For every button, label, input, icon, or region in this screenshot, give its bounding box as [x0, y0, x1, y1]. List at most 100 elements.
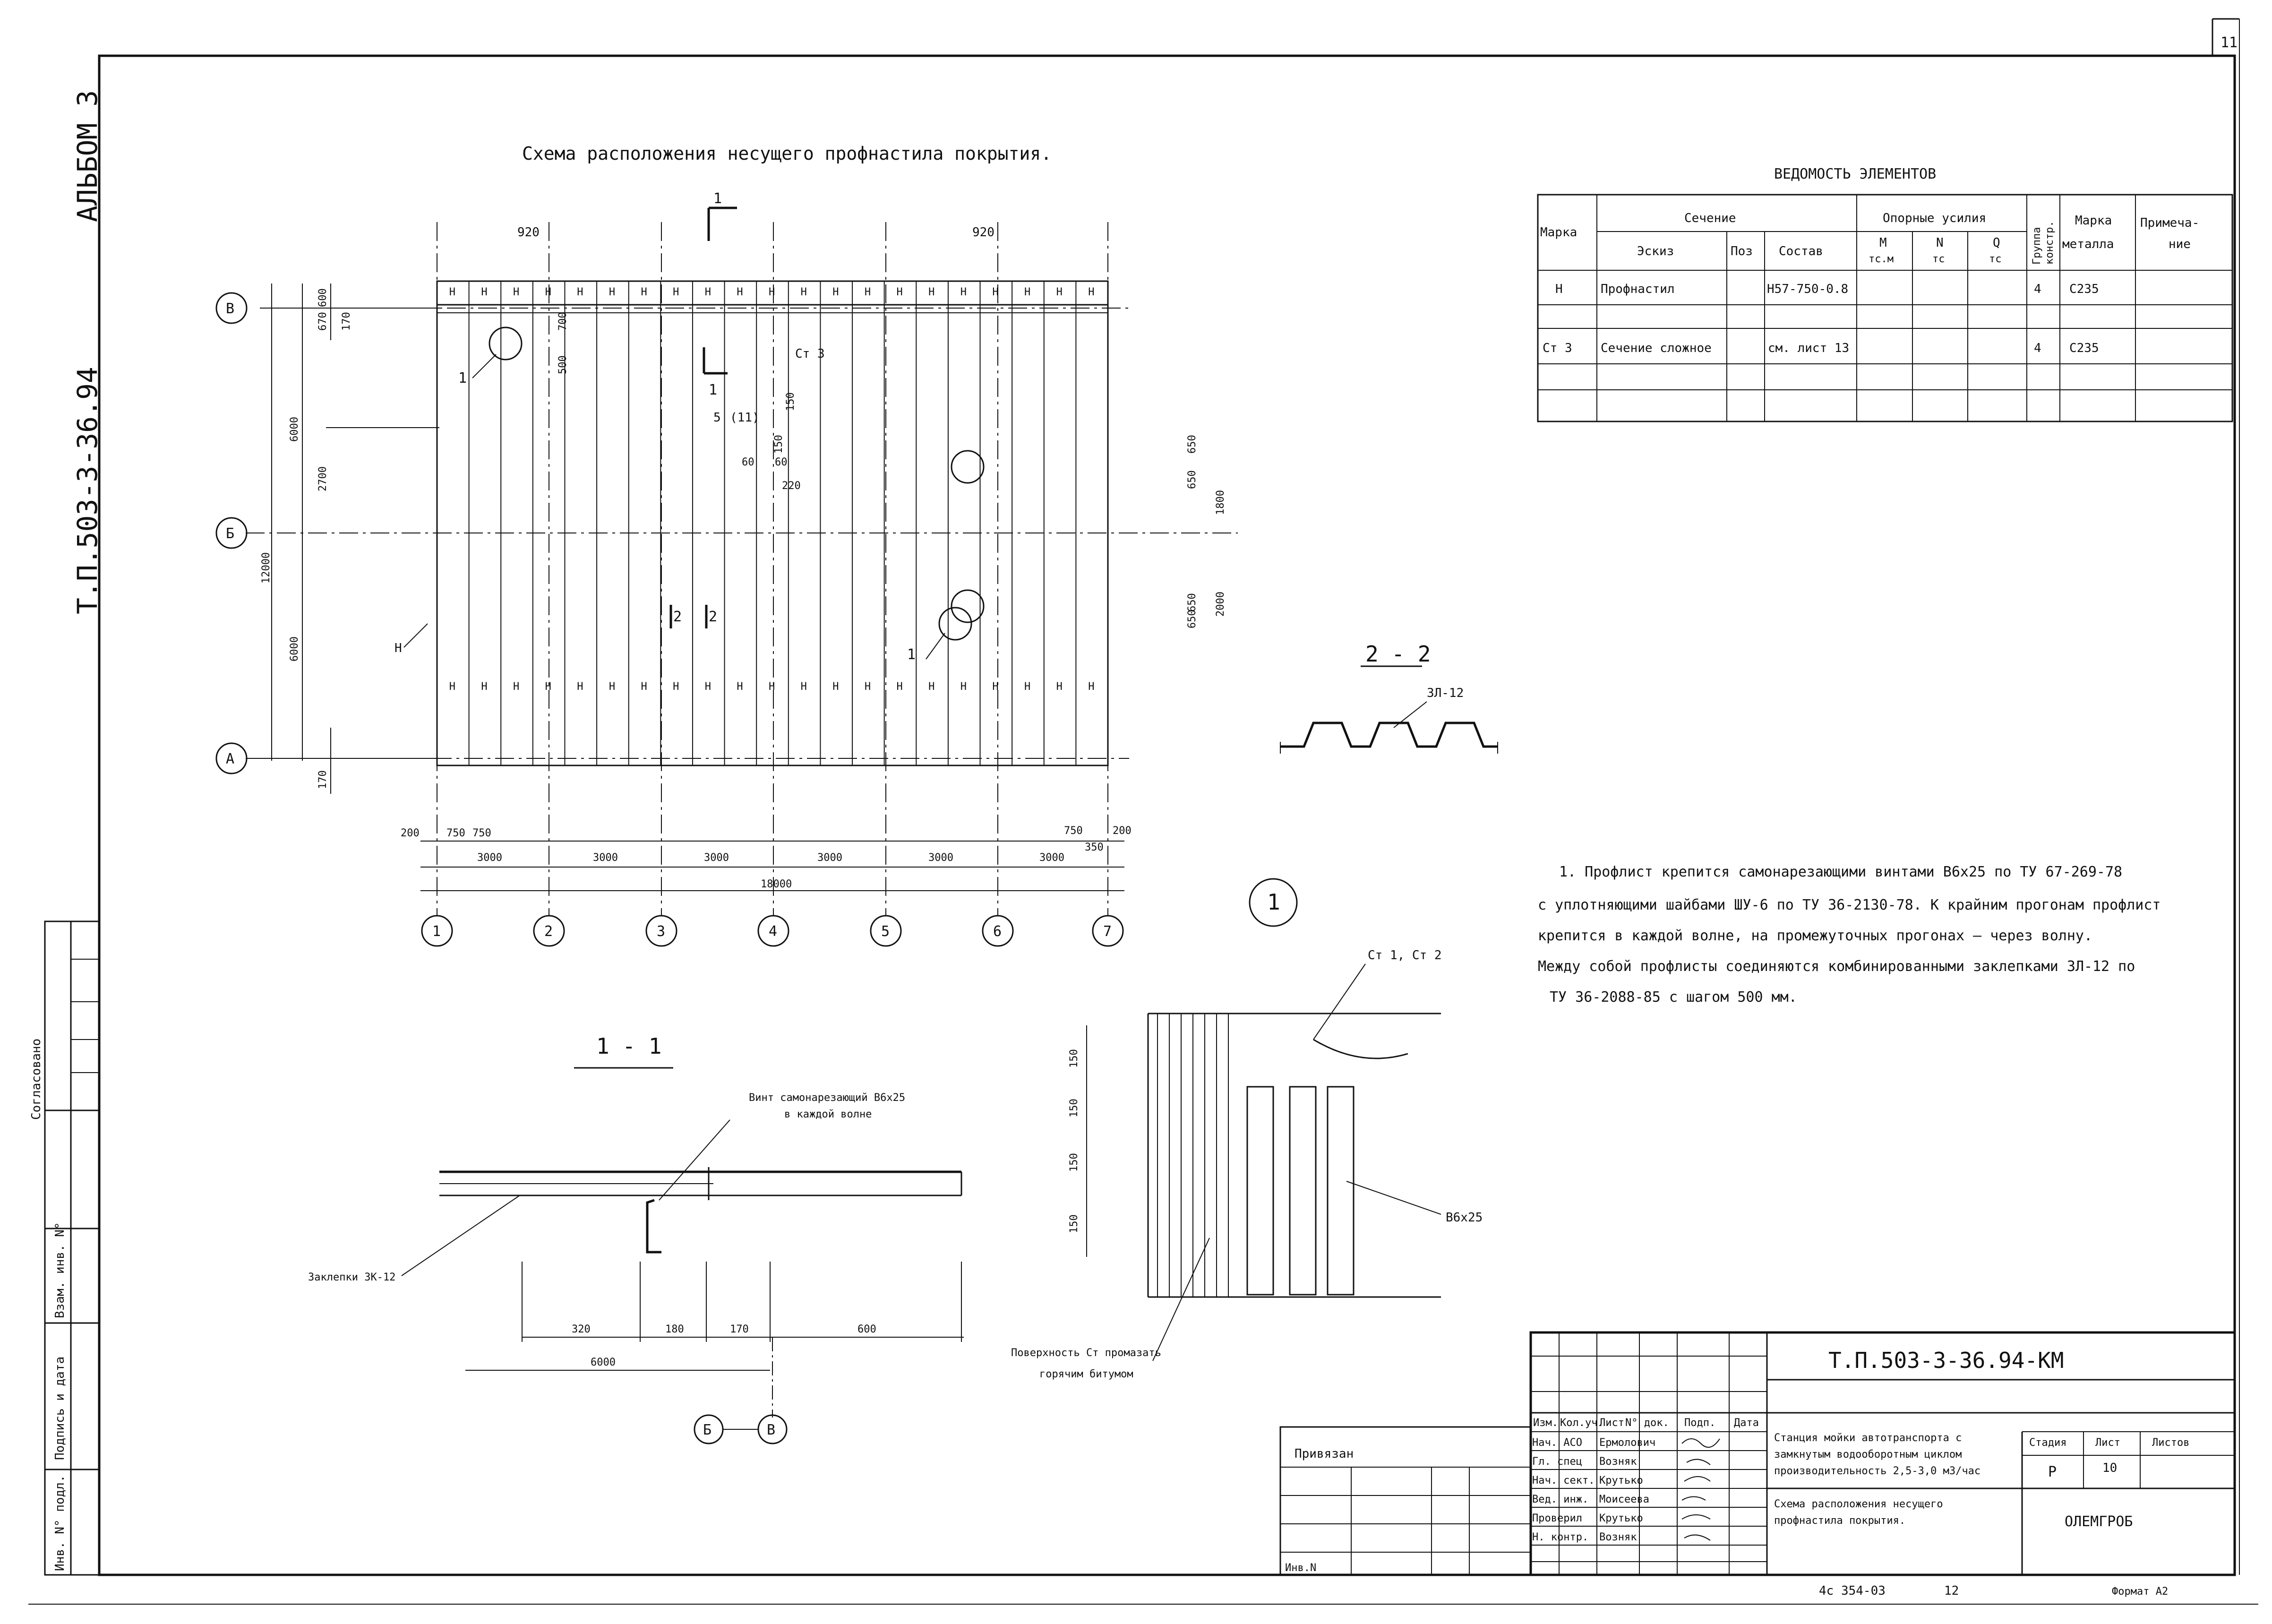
- dim-inner-1800: 1800: [1215, 490, 1226, 515]
- dim-left-670: 670: [317, 312, 329, 331]
- th-sechenie: Сечение: [1684, 211, 1736, 225]
- svg-text:Возняк: Возняк: [1599, 1531, 1637, 1543]
- dim-left-6000-top: 6000: [289, 417, 300, 442]
- svg-text:4: 4: [769, 923, 777, 940]
- th-marka: Марка: [1540, 225, 1577, 240]
- th-gruppa-1: Группа: [2031, 227, 2043, 265]
- dim-inner-5: 5: [713, 411, 721, 425]
- dim-left-2700: 2700: [317, 466, 329, 491]
- svg-text:Крутько: Крутько: [1599, 1512, 1643, 1524]
- dim-bottom-200-left: 200: [401, 827, 420, 839]
- panel-mark-label: Н: [673, 286, 679, 298]
- detail-1-drawing: [1147, 963, 1441, 1298]
- album-label: АЛЬБОМ 3: [71, 90, 103, 222]
- svg-text:Дата: Дата: [1734, 1417, 1759, 1429]
- section-11-dim-180: 180: [665, 1323, 684, 1335]
- svg-text:Моисеева: Моисеева: [1599, 1494, 1649, 1505]
- drawing-title: Схема расположения несущего профнастила …: [522, 143, 1052, 164]
- node-circle-top: [489, 327, 523, 361]
- stamp-soglasovano: Согласовано: [29, 1039, 43, 1120]
- panel-mark-label: Н: [545, 286, 551, 298]
- svg-text:Нач. сект.: Нач. сект.: [1532, 1475, 1595, 1487]
- panel-mark-leader: Н: [394, 641, 402, 655]
- panel-mark-label: Н: [865, 286, 871, 298]
- panel-mark-label: Н: [1024, 681, 1030, 693]
- th-marka-metalla-2: металла: [2062, 237, 2114, 251]
- svg-text:Возняк: Возняк: [1599, 1456, 1637, 1468]
- axis-number-bubbles: 1 2 3 4 5 6 7: [421, 915, 1124, 947]
- axis-bubble-v: В: [215, 292, 248, 324]
- th-m: М: [1879, 236, 1887, 250]
- callout-1-top: 1: [458, 370, 467, 387]
- detail-1-st-label: Ст 1, Ст 2: [1368, 948, 1442, 962]
- section-2-left: 2: [673, 609, 682, 625]
- svg-text:7: 7: [1103, 923, 1112, 940]
- panel-mark-label: Н: [449, 681, 455, 693]
- sheet-frame: [28, 18, 2258, 1605]
- callout-1-right: 1: [907, 646, 916, 663]
- axis-bubble-5: 5: [870, 915, 902, 947]
- org-logo-text: ОЛЕМГРОБ: [2065, 1513, 2133, 1530]
- vertical-axis-lines: [437, 222, 1108, 916]
- panel-mark-label: Н: [832, 681, 839, 693]
- svg-text:Нач. АСО: Нач. АСО: [1532, 1437, 1582, 1449]
- panel-mark-label: Н: [1088, 286, 1094, 298]
- signatures: [1681, 1438, 1720, 1541]
- dim-left-12000: 12000: [260, 552, 272, 584]
- note-line-3: крепится в каждой волне, на промежуточны…: [1538, 928, 2092, 944]
- panel-mark-label: Н: [801, 681, 807, 693]
- dim-inner-700: 700: [557, 312, 569, 331]
- dim-inner-650d: 650: [1186, 610, 1198, 628]
- section-11-axis-v: В: [757, 1414, 788, 1444]
- panel-mark-label: Н: [705, 681, 711, 693]
- panel-mark-label: Н: [992, 681, 998, 693]
- panel-mark-label: Н: [769, 286, 775, 298]
- detail-1-surface-1: Поверхность Ст промазать: [1011, 1347, 1161, 1359]
- detail-purlin: [1246, 1086, 1274, 1296]
- dim-inner-60b: 60: [775, 456, 788, 468]
- row1-metall: С235: [2069, 282, 2099, 296]
- dim-left-170-bottom: 170: [317, 770, 329, 789]
- dim-bottom-750-c: 750: [1064, 825, 1083, 837]
- dim-span-2: 3000: [593, 852, 618, 864]
- axis-bubble-7: 7: [1092, 915, 1124, 947]
- svg-text:2: 2: [544, 923, 553, 940]
- section-11-screw-2: в каждой волне: [784, 1108, 872, 1120]
- row1-gruppa: 4: [2034, 282, 2041, 296]
- section-11-rivet: Заклепки ЗК-12: [308, 1272, 395, 1283]
- th-n: N: [1936, 236, 1944, 250]
- panel-mark-label: Н: [832, 286, 839, 298]
- stamp-podpis-data: Подпись и дата: [53, 1357, 67, 1460]
- dim-span-1: 3000: [477, 852, 502, 864]
- stamp-vzam-inv: Взам. инв. N°: [53, 1222, 67, 1319]
- dim-inner-2000: 2000: [1215, 592, 1226, 617]
- spec-table: [1537, 194, 2233, 422]
- spec-table-title: ВЕДОМОСТЬ ЭЛЕМЕНТОВ: [1774, 166, 1936, 182]
- detail-1-dim-d: 150: [1068, 1214, 1080, 1233]
- section-11-dim-6000: 6000: [591, 1357, 616, 1368]
- dim-span-3: 3000: [704, 852, 729, 864]
- th-m-unit: тс.м: [1869, 253, 1894, 265]
- svg-text:Кол.уч.: Кол.уч.: [1560, 1417, 1604, 1429]
- section-11-dim-600: 600: [857, 1323, 876, 1335]
- sheet-title-line-1: Схема расположения несущего: [1774, 1498, 1943, 1510]
- svg-text:6: 6: [993, 923, 1002, 940]
- th-primechanie-2: ние: [2169, 237, 2191, 251]
- axis-bubble-4: 4: [757, 915, 789, 947]
- node-circle-mid: [951, 450, 985, 484]
- row2-eskiz: Сечение сложное: [1601, 341, 1712, 355]
- inv-n-label: Инв.N: [1285, 1562, 1316, 1574]
- th-marka-metalla-1: Марка: [2075, 214, 2112, 228]
- svg-text:Изм.: Изм.: [1533, 1417, 1558, 1429]
- panel-mark-label: Н: [1056, 286, 1063, 298]
- stamp-inv-podl: Инв. N° подл.: [53, 1475, 67, 1572]
- dim-bottom-350: 350: [1085, 842, 1104, 853]
- svg-text:5: 5: [881, 923, 890, 940]
- panel-mark-label: Н: [513, 681, 519, 693]
- object-line-3: производительность 2,5-3,0 м3/час: [1774, 1465, 1980, 1477]
- dim-inner-650b: 650: [1186, 435, 1198, 454]
- panel-mark-label: Н: [705, 286, 711, 298]
- plan-outline: [436, 280, 1109, 766]
